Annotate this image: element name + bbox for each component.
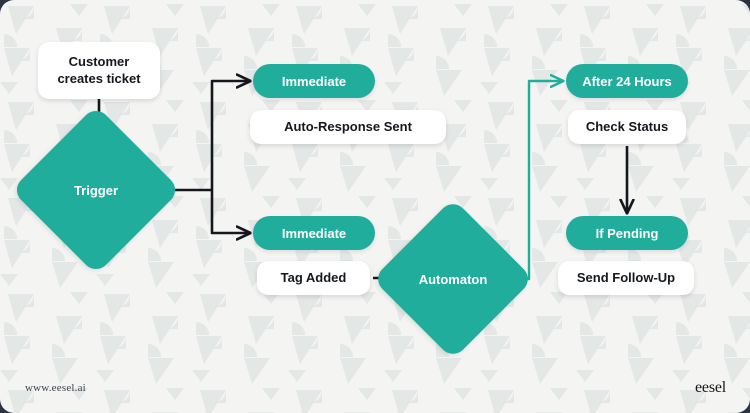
node-check-status[interactable]: Check Status [568,110,686,144]
edge-trigger-to-immediate-top [210,81,249,190]
node-trigger[interactable]: Trigger [11,105,181,275]
node-send-follow-up-label: Send Follow-Up [576,269,676,285]
node-immediate-top-label: Immediate [281,73,347,89]
edge-trigger-to-immediate-bottom [210,190,249,233]
node-auto-response-label: Auto-Response Sent [284,118,412,134]
node-if-pending[interactable]: If Pending [566,216,688,250]
node-auto-response-sent[interactable]: Auto-Response Sent [250,110,446,144]
node-check-status-label: Check Status [585,118,669,134]
node-immediate-top[interactable]: Immediate [253,64,375,98]
node-immediate-bottom-label: Immediate [281,225,347,241]
node-immediate-bottom[interactable]: Immediate [253,216,375,250]
node-tag-added-label: Tag Added [280,269,347,285]
node-send-follow-up[interactable]: Send Follow-Up [558,261,694,295]
footer-website-url[interactable]: www.eesel.ai [25,382,86,394]
node-customer-line1: Customer [68,54,130,70]
node-trigger-label: Trigger [73,182,119,198]
node-after-24-hours-label: After 24 Hours [582,73,672,89]
node-customer-line2: creates ticket [57,70,141,86]
node-customer-creates-ticket[interactable]: Customer creates ticket [38,42,160,99]
node-tag-added[interactable]: Tag Added [257,261,370,295]
node-automaton-label: Automaton [418,271,488,287]
edge-automaton-to-after24hours [508,81,562,281]
node-after-24-hours[interactable]: After 24 Hours [566,64,688,98]
eesel-logo: eesel [695,379,726,396]
node-if-pending-label: If Pending [595,225,659,241]
node-automaton[interactable]: Automaton [372,198,534,360]
